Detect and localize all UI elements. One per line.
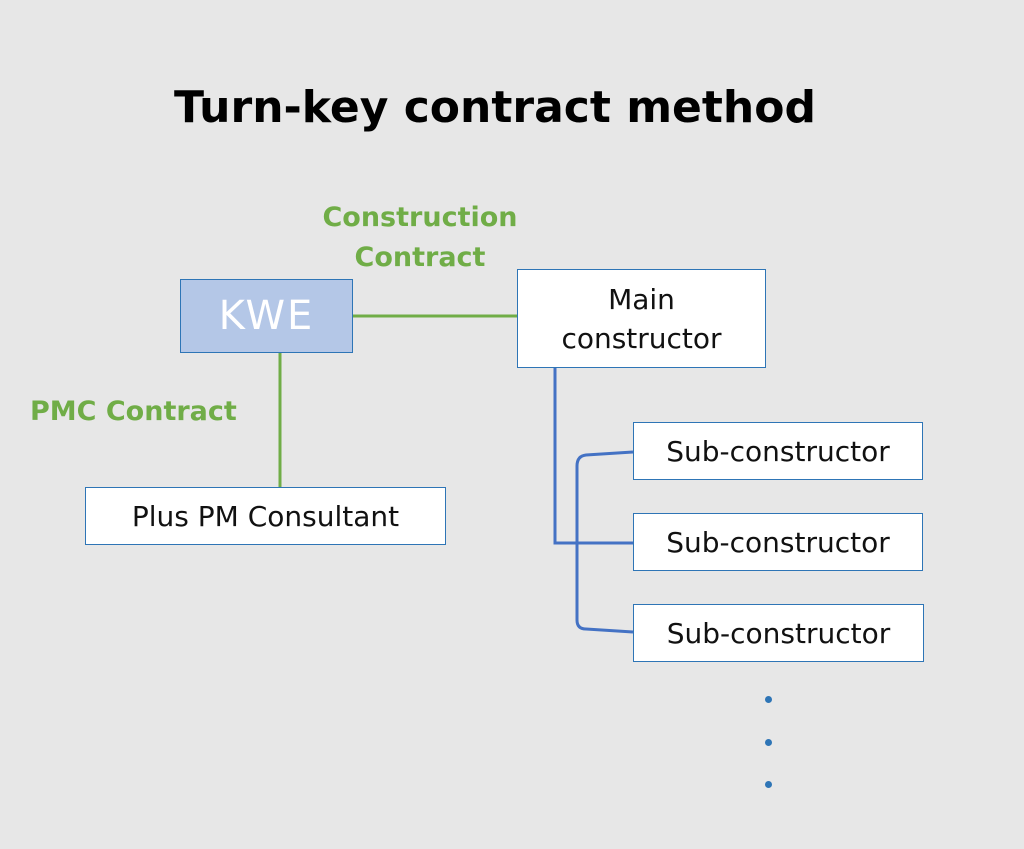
main-constructor-box: Main constructor	[517, 269, 766, 368]
main-constructor-label-line2: constructor	[561, 321, 722, 355]
sub-constructor-label: Sub-constructor	[666, 434, 890, 468]
kwe-box: KWE	[180, 279, 353, 353]
main-constructor-label-line1: Main	[608, 282, 675, 316]
ellipsis-dot	[765, 739, 772, 746]
plus-pm-consultant-box: Plus PM Consultant	[85, 487, 446, 545]
diagram-title: Turn-key contract method	[174, 82, 816, 133]
ellipsis-dot	[765, 696, 772, 703]
construction-contract-label-line1: Construction	[322, 202, 518, 233]
main-to-sub-line	[553, 368, 633, 545]
pmc-contract-label: PMC Contract	[30, 396, 237, 427]
kwe-label: KWE	[218, 293, 315, 339]
construction-contract-label-line2: Contract	[354, 242, 486, 273]
sub-constructor-box: Sub-constructor	[633, 422, 923, 480]
construction-contract-label: Construction Contract	[300, 198, 540, 278]
sub-constructor-box: Sub-constructor	[633, 513, 923, 571]
ellipsis-dot	[765, 781, 772, 788]
sub-constructor-label: Sub-constructor	[666, 525, 890, 559]
sub-constructor-label: Sub-constructor	[666, 616, 891, 650]
sub-constructor-box: Sub-constructor	[633, 604, 924, 662]
sub-bracket-line	[575, 450, 634, 634]
plus-pm-consultant-label: Plus PM Consultant	[131, 499, 400, 533]
